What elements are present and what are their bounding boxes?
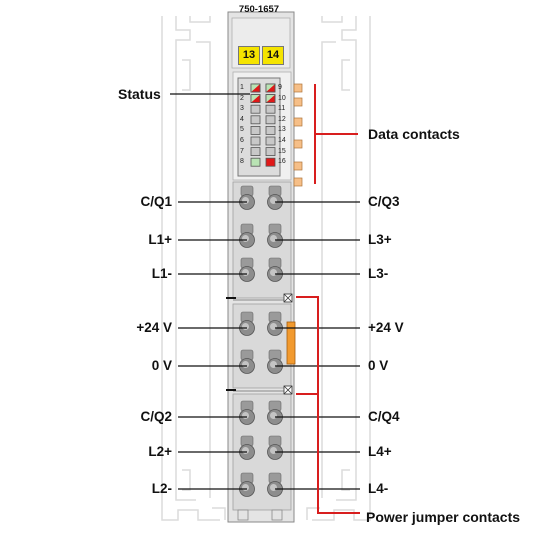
led-11 bbox=[265, 104, 276, 114]
terminal-label-left: C/Q2 bbox=[140, 409, 172, 424]
led-number-right: 9 bbox=[278, 84, 282, 91]
led-number-right: 15 bbox=[278, 147, 286, 155]
data-contact-tab bbox=[293, 83, 303, 93]
power-jumper-bar bbox=[286, 321, 296, 365]
terminal-label-left: L1- bbox=[151, 266, 172, 281]
clamp-highlight bbox=[270, 269, 277, 276]
clamp-highlight bbox=[270, 412, 277, 419]
clamp-highlight bbox=[242, 447, 249, 454]
led-outline bbox=[265, 83, 276, 93]
led-number-right: 13 bbox=[278, 126, 286, 134]
led-14 bbox=[265, 136, 276, 146]
terminal-label-right: L4- bbox=[368, 481, 389, 496]
led-4 bbox=[250, 115, 261, 125]
led-number-left: 5 bbox=[240, 126, 244, 134]
clamp-highlight bbox=[270, 235, 277, 242]
led-13 bbox=[265, 126, 276, 135]
clamp-highlight bbox=[242, 323, 249, 330]
led-5 bbox=[250, 126, 261, 135]
led-number-left: 3 bbox=[240, 105, 244, 113]
clamp-highlight bbox=[242, 197, 249, 204]
terminal-label-right: C/Q3 bbox=[368, 194, 400, 209]
led-number-left: 2 bbox=[240, 94, 244, 102]
led-12 bbox=[265, 115, 276, 125]
led-6 bbox=[250, 136, 261, 146]
clamp-highlight bbox=[270, 197, 277, 204]
clamp-highlight bbox=[242, 361, 249, 368]
data-contact-tab bbox=[293, 97, 303, 107]
data-contact-tab bbox=[293, 117, 303, 127]
clamp-highlight bbox=[242, 412, 249, 419]
led-half-green bbox=[251, 84, 260, 92]
led-half-green bbox=[266, 94, 275, 103]
clamp-highlight bbox=[242, 269, 249, 276]
data-contacts-bracket bbox=[314, 84, 358, 184]
led-outline bbox=[250, 94, 261, 103]
led-number-right: 12 bbox=[278, 115, 286, 123]
led-half-green bbox=[266, 84, 275, 92]
jumper-short-lines bbox=[226, 297, 236, 391]
data-contact-tab bbox=[293, 177, 303, 187]
clamp-highlight bbox=[270, 447, 277, 454]
power-jumper-bracket bbox=[296, 296, 360, 514]
led-number-left: 4 bbox=[240, 115, 244, 123]
led-number-left: 7 bbox=[240, 147, 244, 155]
terminal-label-right: C/Q4 bbox=[368, 409, 400, 424]
terminal-label-right: L3- bbox=[368, 266, 389, 281]
clamp-highlight bbox=[270, 484, 277, 491]
status-label: Status bbox=[118, 86, 161, 102]
data-contacts-label: Data contacts bbox=[368, 126, 460, 142]
led-outline bbox=[265, 94, 276, 103]
led-grid bbox=[250, 83, 276, 167]
terminal-label-left: L1+ bbox=[148, 232, 172, 247]
terminal-label-left: L2+ bbox=[148, 444, 172, 459]
terminal-label-left: 0 V bbox=[151, 358, 172, 373]
led-number-right: 14 bbox=[278, 137, 286, 144]
led-number-right: 11 bbox=[278, 105, 286, 113]
terminal-label-left: L2- bbox=[151, 481, 172, 496]
clamp-highlight bbox=[242, 235, 249, 242]
power-jumper-contacts-label: Power jumper contacts bbox=[366, 509, 521, 525]
module-number: 750-1657 bbox=[238, 4, 280, 15]
led-number-left: 8 bbox=[240, 158, 244, 166]
led-number-right: 10 bbox=[278, 94, 286, 102]
channel-badge-14: 14 bbox=[262, 46, 284, 65]
data-contact-tab bbox=[293, 161, 303, 171]
terminal-label-right: 0 V bbox=[368, 358, 389, 373]
terminal-label-right: +24 V bbox=[368, 320, 404, 335]
led-half-green bbox=[251, 94, 260, 103]
terminal-label-right: L3+ bbox=[368, 232, 392, 247]
clamp-highlight bbox=[270, 323, 277, 330]
led-number-left: 6 bbox=[240, 137, 244, 144]
terminal-clamps bbox=[239, 185, 283, 497]
led-8 bbox=[250, 157, 261, 167]
data-contact-tab bbox=[293, 139, 303, 149]
channel-badge-13: 13 bbox=[238, 46, 260, 65]
terminal-label-left: +24 V bbox=[136, 320, 172, 335]
led-16 bbox=[265, 157, 276, 167]
ghost-module-outline bbox=[161, 16, 371, 521]
module-body bbox=[227, 11, 295, 523]
clamp-highlight bbox=[270, 361, 277, 368]
led-number-left: 1 bbox=[240, 84, 244, 91]
clamp-highlight bbox=[242, 484, 249, 491]
data-contact-tabs bbox=[293, 83, 303, 187]
jumper-contact-symbol bbox=[283, 293, 293, 395]
led-number-right: 16 bbox=[278, 158, 286, 166]
led-outline bbox=[250, 83, 261, 93]
led-15 bbox=[265, 147, 276, 157]
led-3 bbox=[250, 104, 261, 114]
terminal-label-right: L4+ bbox=[368, 444, 392, 459]
led-7 bbox=[250, 147, 261, 157]
terminal-label-left: C/Q1 bbox=[140, 194, 172, 209]
